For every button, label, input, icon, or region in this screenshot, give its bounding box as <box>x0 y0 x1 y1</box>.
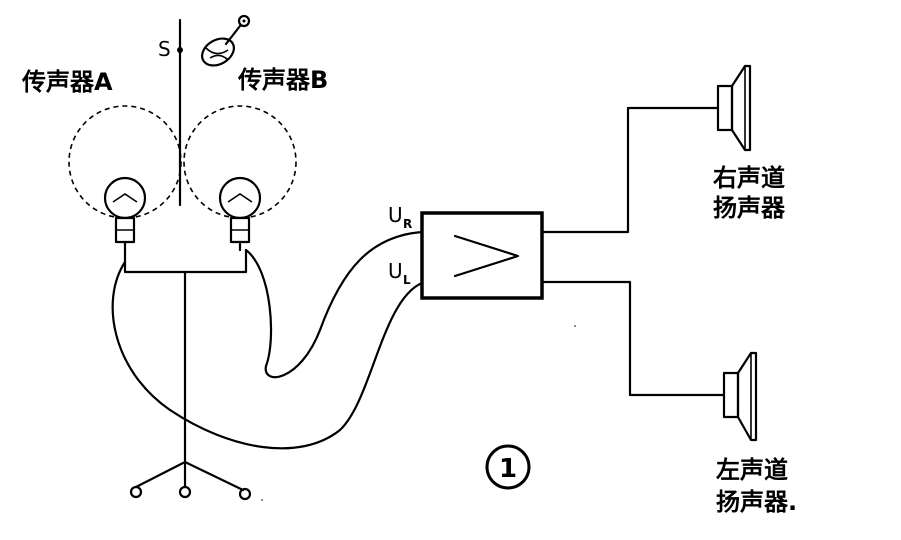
mic-b-label: 传声器B <box>237 66 328 94</box>
sound-source: S <box>158 18 183 207</box>
left-speaker-label-line1: 左声道 <box>716 456 788 484</box>
microphone-icon <box>218 176 262 252</box>
speck <box>261 499 263 501</box>
right-speaker-label-line1: 右声道 <box>713 164 785 192</box>
mic-b-pickup-pattern <box>183 105 297 219</box>
mic-b-cable <box>244 230 424 379</box>
speck <box>574 325 576 327</box>
microphone-icon <box>103 176 147 252</box>
loudspeaker-icon <box>722 351 758 442</box>
right-speaker-label-line2: 扬声器 <box>713 194 786 222</box>
right-output-wire <box>540 106 720 234</box>
input-l-subscript: L <box>403 273 411 287</box>
mic-a-pickup-pattern <box>68 105 182 219</box>
source-label: S <box>158 37 171 61</box>
left-output-wire <box>540 280 726 397</box>
left-speaker-label-line2: 扬声器. <box>716 488 797 516</box>
input-r-subscript: R <box>403 217 412 231</box>
figure-number: 1 <box>499 454 517 484</box>
source-point <box>177 47 183 53</box>
violin-icon <box>201 14 251 67</box>
mic-a-cable <box>111 260 424 450</box>
loudspeaker-icon <box>716 64 752 152</box>
input-l-label: U <box>388 259 403 283</box>
input-r-label: U <box>388 203 403 227</box>
mic-a-label: 传声器A <box>21 68 113 96</box>
tripod-stand-icon <box>123 248 252 501</box>
amplifier-icon <box>420 211 544 300</box>
figure-number-circle <box>485 444 531 490</box>
